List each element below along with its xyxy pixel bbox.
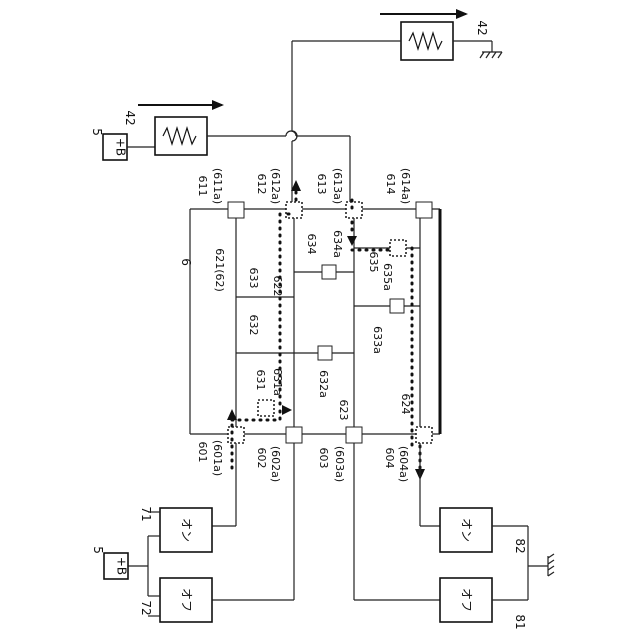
label-613: 613 [315,174,328,195]
node-613 [346,202,362,218]
node-603 [346,427,362,443]
label-614a: (614a) [399,168,412,204]
node-634a [322,265,336,279]
label-603a: (603a) [333,446,346,482]
label-631a: 631a [271,368,284,396]
label-5-top: 5 [90,128,104,136]
label-634: 634 [305,234,318,255]
label-5-bottom: 5 [91,546,105,554]
label-42-right: 42 [475,20,489,35]
label-611a: (611a) [211,168,224,204]
node-614 [416,202,432,218]
label-635a: 635a [381,263,394,291]
label-601a: (601a) [211,440,224,476]
box-82-text: オン [460,518,474,542]
arrow-right-icon-2 [456,9,468,19]
label-634a: 634a [331,230,344,258]
label-633: 633 [247,268,260,289]
label-611: 611 [196,176,209,197]
box-71-text: オン [180,518,194,542]
node-612 [286,202,302,218]
label-613a: (613a) [331,168,344,204]
label-6: 6 [179,258,193,266]
label-633a: 633a [371,326,384,354]
label-72: 72 [139,600,153,615]
label-71: 71 [139,506,153,521]
box-81-text: オフ [460,588,474,612]
label-601: 601 [196,442,209,463]
label-614: 614 [384,174,397,195]
label-624: 624 [399,394,412,415]
label-635: 635 [367,252,380,273]
label-604: 604 [383,448,396,469]
label-602: 602 [255,448,268,469]
label-632a: 632a [317,370,330,398]
label-631: 631 [254,370,267,391]
node-611 [228,202,244,218]
label-82: 82 [513,538,527,553]
node-635a [390,240,406,256]
arrow-right-icon-3 [282,405,292,415]
label-623: 623 [337,400,350,421]
label-603: 603 [317,448,330,469]
label-42-left: 42 [123,110,137,125]
node-601 [228,427,244,443]
resistor-42-left [155,117,207,155]
label-632: 632 [247,315,260,336]
plus-b-bottom-label: +B [115,557,129,575]
node-632a [318,346,332,360]
plus-b-top-label: +B [114,138,128,156]
label-602a: (602a) [269,446,282,482]
label-604a: (604a) [397,446,410,482]
box-72-text: オフ [180,588,194,612]
arrow-right-icon [212,100,224,110]
resistor-42-right [401,22,453,60]
arrow-down-icon [347,236,357,246]
node-602 [286,427,302,443]
node-631a [258,400,274,416]
node-633a [390,299,404,313]
label-612: 612 [255,174,268,195]
label-622: 622 [271,276,284,297]
node-604 [416,427,432,443]
label-81: 81 [513,614,527,629]
label-612a: (612a) [269,168,282,204]
label-621: 621(62) [213,248,226,292]
